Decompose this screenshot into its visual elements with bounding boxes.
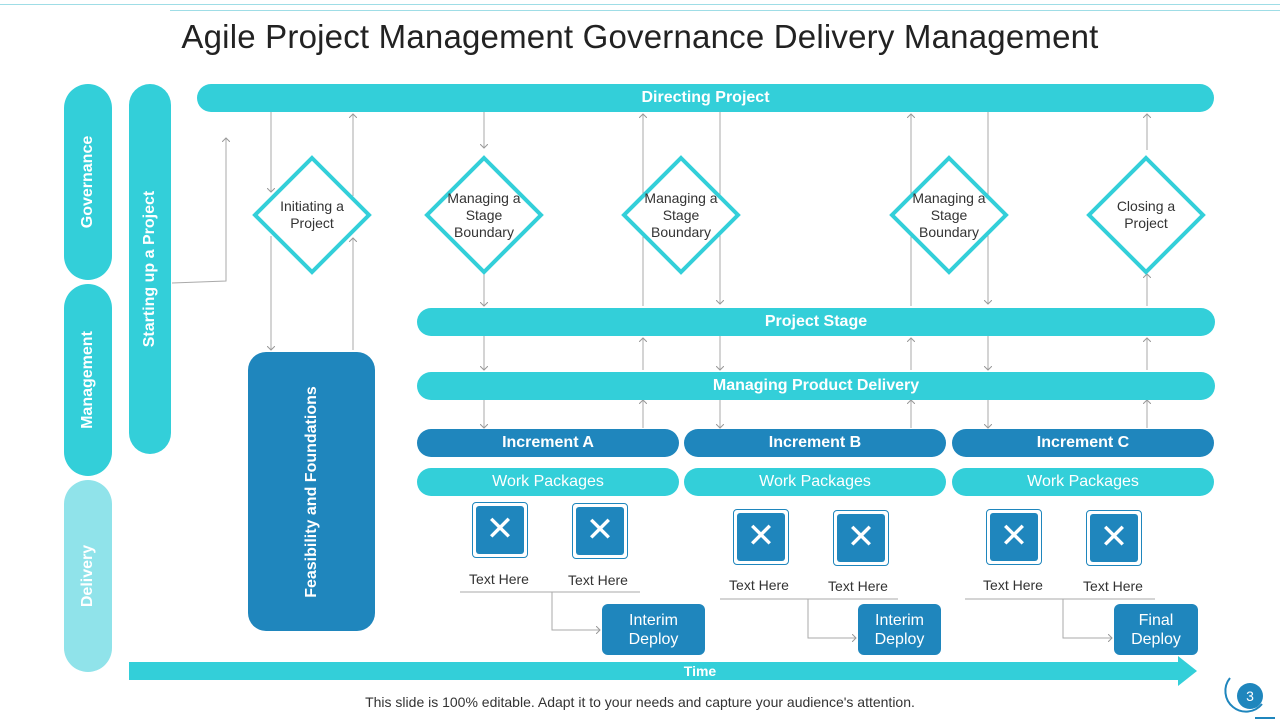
text-here-label: Text Here: [1083, 578, 1143, 594]
starting-up-bar: Starting up a Project: [129, 84, 171, 454]
diamond-stage-3: [889, 155, 1009, 275]
diamond-label-stage-2: Managing a Stage Boundary: [644, 189, 718, 240]
diamond-closing: [1086, 155, 1206, 275]
feasibility-box: Feasibility and Foundations: [248, 352, 375, 631]
lane-delivery-label: Delivery: [79, 544, 97, 608]
interim-deploy-a: Interim Deploy: [602, 604, 705, 655]
diamond-initiating: [252, 155, 372, 275]
page-number: 3: [1237, 683, 1263, 709]
close-icon: ✕: [833, 510, 889, 566]
text-here-label: Text Here: [983, 577, 1043, 593]
diamond-stage-2: [621, 155, 741, 275]
text-here-label: Text Here: [469, 571, 529, 587]
managing-product-delivery-bar: Managing Product Delivery: [417, 372, 1215, 400]
deploy-label: Final Deploy: [1131, 611, 1181, 648]
text-here-label: Text Here: [568, 572, 628, 588]
deploy-label: Interim Deploy: [874, 611, 925, 648]
work-packages-c: Work Packages: [952, 468, 1214, 496]
increment-b: Increment B: [684, 429, 946, 457]
interim-deploy-b: Interim Deploy: [858, 604, 941, 655]
diamond-label-closing: Closing a Project: [1116, 198, 1176, 231]
work-packages-a: Work Packages: [417, 468, 679, 496]
starting-up-label: Starting up a Project: [141, 190, 158, 348]
lane-management-label: Management: [79, 331, 97, 429]
lane-delivery: Delivery: [64, 480, 112, 672]
close-icon: ✕: [472, 502, 528, 558]
project-stage-bar: Project Stage: [417, 308, 1215, 336]
diamond-label-initiating: Initiating a Project: [280, 198, 344, 231]
lane-management: Management: [64, 284, 112, 476]
footer-note: This slide is 100% editable. Adapt it to…: [365, 694, 915, 710]
final-deploy: Final Deploy: [1114, 604, 1198, 655]
deploy-label: Interim Deploy: [628, 611, 679, 648]
lane-governance-label: Governance: [79, 135, 97, 229]
text-here-label: Text Here: [729, 577, 789, 593]
time-label: Time: [683, 663, 717, 679]
diamond-label-stage-3: Managing a Stage Boundary: [912, 189, 986, 240]
top-decor-line-2: [170, 10, 1280, 11]
page-title: Agile Project Management Governance Deli…: [181, 18, 1099, 55]
top-decor-line: [0, 4, 1280, 5]
close-icon: ✕: [1086, 510, 1142, 566]
close-icon: ✕: [733, 509, 789, 565]
diamond-stage-1: [424, 155, 544, 275]
close-icon: ✕: [986, 509, 1042, 565]
increment-c: Increment C: [952, 429, 1214, 457]
time-arrow: [129, 656, 1197, 686]
lane-governance: Governance: [64, 84, 112, 280]
diamond-label-stage-1: Managing a Stage Boundary: [447, 189, 521, 240]
feasibility-label: Feasibility and Foundations: [302, 385, 320, 598]
directing-project-bar: Directing Project: [197, 84, 1214, 112]
work-packages-b: Work Packages: [684, 468, 946, 496]
increment-a: Increment A: [417, 429, 679, 457]
close-icon: ✕: [572, 503, 628, 559]
text-here-label: Text Here: [828, 578, 888, 594]
